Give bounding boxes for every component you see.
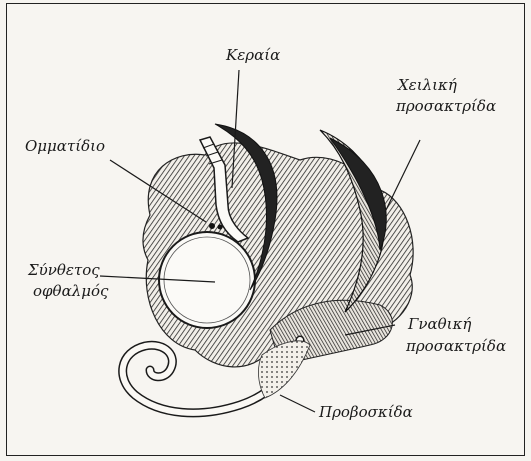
leader-proboscis (280, 395, 315, 412)
label-labial-palp-line1: Χειλική (398, 77, 457, 94)
label-ommatidium: Ομματίδιο (25, 138, 105, 155)
label-compound-eye-line2: οφθαλμός (33, 283, 108, 300)
label-maxillary-palp-line2: προσακτρίδα (406, 338, 506, 355)
label-proboscis: Προβοσκίδα (319, 404, 413, 421)
label-compound-eye-line1: Σύνθετος (28, 262, 100, 279)
label-antenna: Κεραία (226, 47, 280, 64)
label-labial-palp-line2: προσακτρίδα (396, 98, 496, 115)
ommatidium-dot (209, 223, 215, 229)
leader-labial-palp (385, 140, 420, 212)
label-maxillary-palp-line1: Γναθική (408, 316, 471, 333)
